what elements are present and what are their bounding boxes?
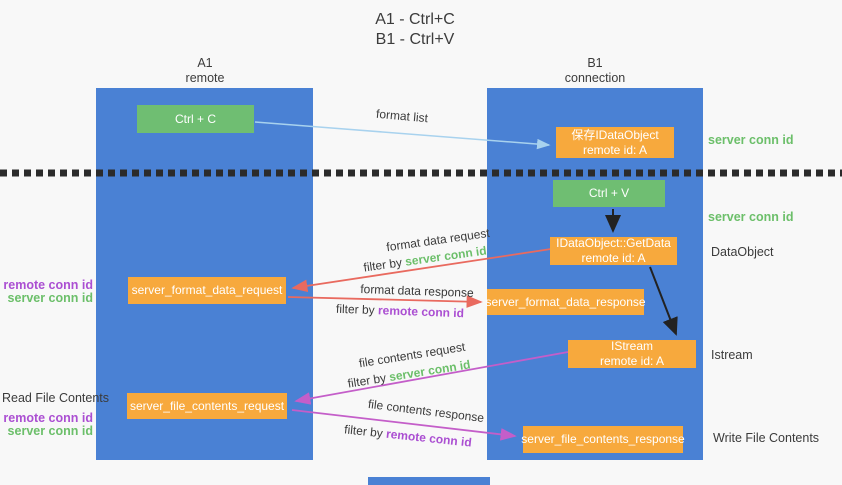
file-contents-response-edge-label: file contents response <box>367 396 485 426</box>
server-conn-id-label-top-right: server conn id <box>708 133 794 147</box>
bottom-edge-strip <box>368 477 490 485</box>
server-file-contents-request-label: server_file_contents_request <box>129 398 285 413</box>
server-format-data-response-box: server_format_data_response <box>485 289 646 315</box>
format-data-response-edge-label: format data response <box>360 282 474 300</box>
server-format-data-response-label: server_format_data_response <box>485 294 646 309</box>
diagram-title: A1 - Ctrl+C B1 - Ctrl+V <box>375 10 455 50</box>
ctrl-c-box: Ctrl + C <box>137 105 254 133</box>
istream-title: IStream <box>610 339 653 353</box>
filter-by-text: filter by <box>362 254 407 275</box>
save-idataobject-box: 保存IDataObject remote id: A <box>556 127 674 158</box>
column-a1-name: A1 <box>197 56 213 70</box>
column-b1-name: B1 <box>587 56 603 70</box>
read-file-contents-label: Read File Contents <box>2 391 110 405</box>
column-header-b1: B1 connection <box>565 56 625 86</box>
getdata-title: IDataObject::GetData <box>556 236 671 250</box>
ctrl-c-label: Ctrl + C <box>174 111 216 126</box>
server-file-contents-response-label: server_file_contents_response <box>521 432 685 446</box>
dataobject-label: DataObject <box>711 245 774 259</box>
server-conn-id-label-mid-right: server conn id <box>708 210 794 224</box>
title-line-ctrl-v: B1 - Ctrl+V <box>375 31 455 48</box>
filter-by-text: filter by <box>346 370 391 391</box>
server-conn-id-label-bottom-left: server conn id <box>7 424 93 438</box>
istream-box: IStream remote id: A <box>568 339 696 368</box>
server-format-data-request-box: server_format_data_request <box>128 277 286 304</box>
column-b1-subtitle: connection <box>564 71 626 85</box>
filter-by-text: filter by <box>335 301 379 318</box>
server-file-contents-request-box: server_file_contents_request <box>127 393 287 419</box>
file-contents-response-filter-label: filter by remote conn id <box>344 422 473 449</box>
ctrl-v-box: Ctrl + V <box>553 180 665 207</box>
remote-conn-id-label-bottom-left: remote conn id <box>3 411 93 425</box>
remote-conn-id-key: remote conn id <box>377 303 465 321</box>
istream-side-label: Istream <box>711 348 753 362</box>
format-data-response-filter-label: filter by remote conn id <box>336 302 464 320</box>
save-idataobject-title: 保存IDataObject <box>571 127 659 142</box>
remote-conn-id-key: remote conn id <box>385 426 473 450</box>
server-format-data-request-label: server_format_data_request <box>131 283 283 297</box>
column-a1-subtitle: remote <box>185 71 225 85</box>
istream-remote-id: remote id: A <box>599 354 665 368</box>
column-header-a1: A1 remote <box>186 56 225 86</box>
server-file-contents-response-box: server_file_contents_response <box>521 426 685 453</box>
write-file-contents-label: Write File Contents <box>713 431 820 445</box>
idataobject-getdata-box: IDataObject::GetData remote id: A <box>550 236 677 265</box>
remote-conn-id-label-top-left: remote conn id <box>3 278 93 292</box>
ctrl-v-label: Ctrl + V <box>588 186 630 200</box>
getdata-remote-id: remote id: A <box>581 251 646 265</box>
format-list-edge-label: format list <box>375 106 429 126</box>
save-idataobject-remote-id: remote id: A <box>582 142 648 157</box>
filter-by-text: filter by <box>343 422 387 441</box>
title-line-ctrl-c: A1 - Ctrl+C <box>375 11 455 28</box>
server-conn-id-label-top-left: server conn id <box>7 291 93 305</box>
